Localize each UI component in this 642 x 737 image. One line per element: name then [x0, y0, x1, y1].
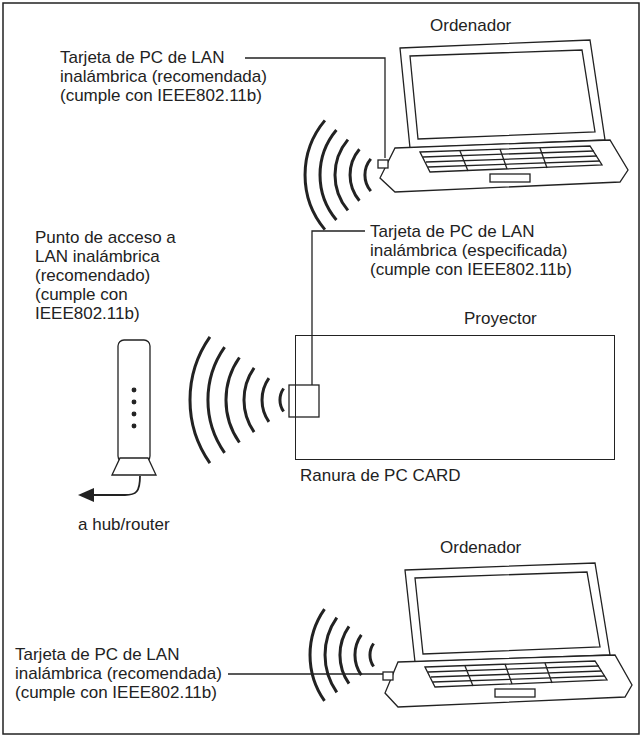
card-label: Tarjeta de PC de LAN inalámbrica (especi…: [370, 222, 598, 279]
node-heading: Proyector: [464, 309, 537, 328]
pc-card: [289, 385, 319, 417]
cable-line: [92, 476, 140, 495]
device-label: Ordenador: [440, 538, 590, 557]
connection-label: a hub/router: [78, 515, 228, 534]
radio-waves: [305, 120, 371, 229]
slot-label: Ranura de PC CARD: [300, 466, 500, 485]
projector-box: Proyector: [295, 335, 615, 460]
access-point-illustration: [112, 340, 156, 475]
arrow-head: [78, 488, 94, 502]
laptop-illustration: [378, 40, 628, 192]
frame-border: [3, 3, 639, 734]
card-label: Tarjeta de PC de LAN inalámbrica (recome…: [15, 645, 230, 702]
leader-line: [228, 673, 383, 674]
leader-line: [312, 231, 365, 385]
laptop-illustration: [383, 563, 632, 707]
access-point-label: Punto de acceso a LAN inalámbrica (recom…: [35, 228, 200, 323]
card-label: Tarjeta de PC de LAN inalámbrica (recome…: [60, 48, 275, 105]
radio-waves: [310, 609, 374, 701]
device-label: Ordenador: [430, 16, 580, 35]
radio-waves: [190, 337, 284, 463]
